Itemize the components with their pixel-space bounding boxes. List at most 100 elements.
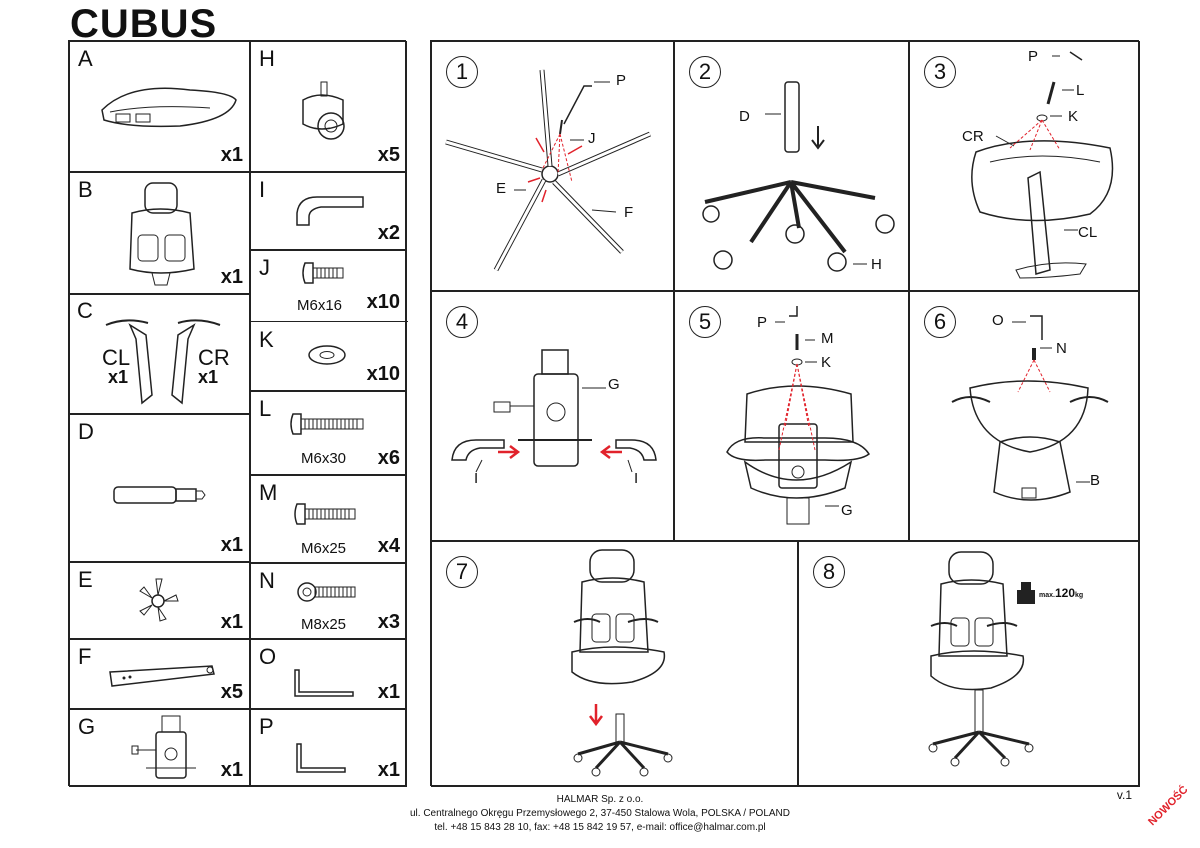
footer-contact: tel. +48 15 843 28 10, fax: +48 15 842 1… bbox=[434, 822, 766, 833]
callout-cl: CL bbox=[1078, 224, 1098, 241]
hex-key-small-icon bbox=[296, 743, 346, 773]
screw-m6x16-icon bbox=[302, 262, 344, 284]
step-number: 1 bbox=[446, 56, 478, 88]
max-load-label: max.120kg bbox=[1039, 586, 1083, 600]
base-leg-icon bbox=[109, 665, 215, 687]
part-qty: x5 bbox=[377, 144, 400, 166]
part-letter: C bbox=[77, 298, 93, 323]
step-number: 7 bbox=[446, 556, 478, 588]
part-d: D x1 bbox=[69, 414, 250, 562]
callout-l: L bbox=[1076, 82, 1085, 99]
step-6: 6 O N B bbox=[909, 291, 1140, 541]
mechanism-icon bbox=[131, 715, 196, 779]
screw-m6x25-icon bbox=[294, 503, 356, 525]
part-spec: M8x25 bbox=[301, 616, 347, 633]
part-qty: x6 bbox=[377, 447, 400, 469]
footer-address: ul. Centralnego Okręgu Przemysłowego 2, … bbox=[409, 808, 790, 819]
callout-g: G bbox=[608, 376, 620, 393]
part-qty: x3 bbox=[377, 611, 400, 633]
step-number: 4 bbox=[446, 306, 478, 338]
version-label: v.1 bbox=[1116, 788, 1132, 802]
part-letter: B bbox=[78, 177, 93, 202]
part-spec: M6x30 bbox=[301, 450, 347, 467]
part-letter: P bbox=[259, 714, 274, 739]
armrest-pad-icon bbox=[296, 196, 364, 226]
caster-icon bbox=[302, 81, 345, 140]
callout-g: G bbox=[841, 502, 853, 519]
step-1: 1 P J E F bbox=[431, 41, 674, 291]
part-qty: x4 bbox=[377, 535, 400, 557]
step8-assembled-chair-illustration bbox=[928, 551, 1035, 767]
callout-p: P bbox=[1028, 48, 1039, 65]
step-number: 5 bbox=[689, 306, 721, 338]
part-qty: x1 bbox=[220, 266, 243, 288]
part-letter: O bbox=[259, 644, 277, 669]
part-cr-qty: x1 bbox=[198, 367, 219, 387]
part-letter: L bbox=[259, 396, 272, 421]
part-f: F x5 bbox=[69, 639, 250, 709]
step-4: 4 G I I bbox=[431, 291, 674, 541]
callout-i: I bbox=[474, 470, 479, 487]
gas-lift-icon bbox=[113, 486, 206, 504]
part-letter: H bbox=[259, 46, 275, 71]
part-letter: K bbox=[259, 327, 274, 352]
callout-b: B bbox=[1090, 472, 1101, 489]
footer: HALMAR Sp. z o.o. ul. Centralnego Okręgu… bbox=[0, 793, 1200, 835]
part-qty: x2 bbox=[377, 222, 400, 244]
part-a: A x1 bbox=[69, 41, 250, 172]
part-l: L M6x30 x6 bbox=[250, 391, 407, 475]
step-number: 3 bbox=[924, 56, 956, 88]
part-qty: x1 bbox=[377, 759, 400, 781]
step4-mechanism-illustration bbox=[451, 349, 657, 473]
part-i: I x2 bbox=[250, 172, 407, 250]
assembly-steps: 1 P J E F 2 D H 3 bbox=[430, 40, 1140, 787]
washer-icon bbox=[308, 345, 346, 365]
part-m: M M6x25 x4 bbox=[250, 475, 407, 563]
step2-gaslift-illustration bbox=[702, 81, 895, 272]
screw-m8x25-icon bbox=[297, 582, 356, 602]
part-qty: x1 bbox=[220, 611, 243, 633]
part-letter: J bbox=[259, 255, 270, 280]
part-qty: x10 bbox=[366, 363, 400, 385]
step5-seat-mechanism-illustration bbox=[726, 306, 870, 525]
part-spec: M6x16 bbox=[297, 297, 343, 314]
part-e: E x1 bbox=[69, 562, 250, 639]
part-cr-label: CR bbox=[198, 345, 230, 370]
hub-icon bbox=[139, 578, 179, 622]
part-qty: x5 bbox=[220, 681, 243, 703]
step-2: 2 D H bbox=[674, 41, 909, 291]
callout-i: I bbox=[634, 470, 639, 487]
part-cl-qty: x1 bbox=[108, 367, 129, 387]
step3-seat-armrest-illustration bbox=[971, 51, 1114, 279]
part-qty: x10 bbox=[366, 291, 400, 313]
step-7: 7 bbox=[431, 541, 798, 787]
callout-o: O bbox=[992, 312, 1004, 329]
screw-m6x30-icon bbox=[290, 413, 364, 435]
max-load-unit: kg bbox=[1075, 592, 1084, 599]
max-load-value: 120 bbox=[1054, 586, 1075, 600]
step-5: 5 P M K G bbox=[674, 291, 909, 541]
part-letter: N bbox=[259, 568, 275, 593]
step-number: 2 bbox=[689, 56, 721, 88]
callout-k: K bbox=[821, 354, 832, 371]
part-g: G x1 bbox=[69, 709, 250, 787]
part-qty: x1 bbox=[220, 759, 243, 781]
callout-cr: CR bbox=[962, 128, 984, 145]
step1-base-illustration bbox=[445, 69, 651, 272]
armrests-icon bbox=[105, 319, 221, 405]
part-j: J M6x16 x10 K x10 bbox=[250, 250, 408, 391]
part-letter: E bbox=[78, 567, 93, 592]
part-qty: x1 bbox=[220, 144, 243, 166]
part-letter: D bbox=[78, 419, 94, 444]
step-number: 6 bbox=[924, 306, 956, 338]
part-b: B x1 bbox=[69, 172, 250, 294]
callout-h: H bbox=[871, 256, 882, 273]
callout-n: N bbox=[1056, 340, 1067, 357]
callout-m: M bbox=[821, 330, 834, 347]
step-8: 8 max.120kg bbox=[798, 541, 1140, 787]
max-prefix: max. bbox=[1039, 592, 1055, 599]
callout-e: E bbox=[496, 180, 507, 197]
parts-list: A x1 B x1 C L x1 CR x1 D bbox=[68, 40, 408, 787]
callout-j: J bbox=[588, 130, 596, 147]
hex-key-large-icon bbox=[294, 669, 354, 697]
